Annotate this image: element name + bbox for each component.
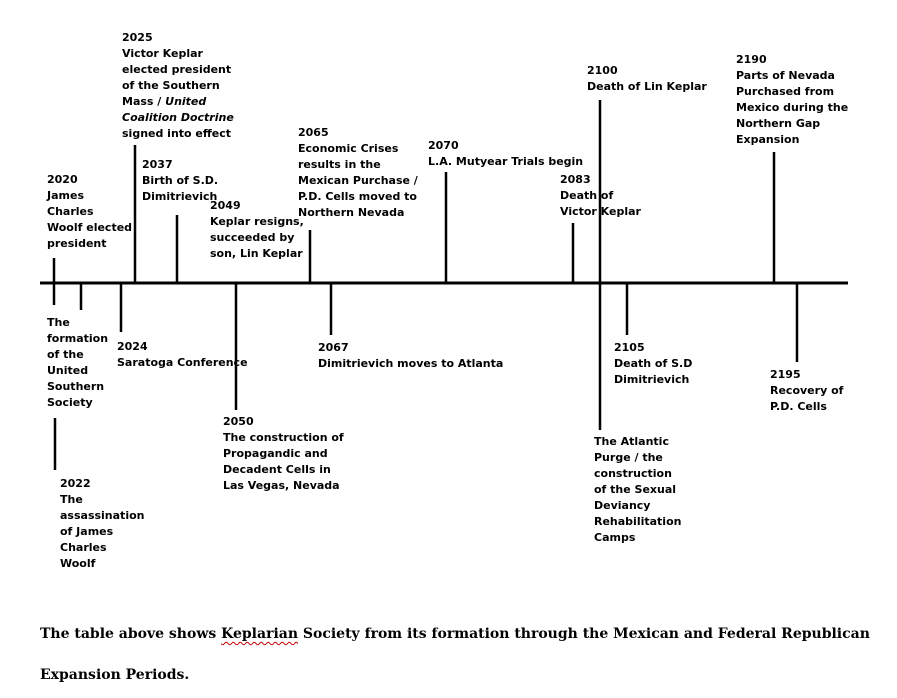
event-2065-economic-crises: 2065 Economic Crises results in the Mexi… xyxy=(298,125,418,221)
event-text: Victor Keplar xyxy=(122,47,203,60)
event-2050-construction-cells: 2050 The construction of Propagandic and… xyxy=(223,414,344,494)
event-text: Las Vegas, Nevada xyxy=(223,479,340,492)
event-text: The xyxy=(47,316,70,329)
event-text: Purge / the xyxy=(594,451,663,464)
event-text: Dimitrievich xyxy=(142,190,218,203)
event-text: Birth of S.D. xyxy=(142,174,219,187)
event-text: of James xyxy=(60,525,114,538)
event-text: Deviancy xyxy=(594,499,651,512)
event-text: of the Sexual xyxy=(594,483,677,496)
event-text: elected president xyxy=(122,63,232,76)
event-2195-recovery-pd-cells: 2195 Recovery of P.D. Cells xyxy=(770,367,843,415)
event-text: son, Lin Keplar xyxy=(210,247,303,260)
event-text: of the Southern xyxy=(122,79,220,92)
event-year: 2022 xyxy=(60,477,91,490)
event-text: Keplar resigns, xyxy=(210,215,304,228)
event-text: P.D. Cells xyxy=(770,400,827,413)
event-text: L.A. Mutyear Trials begin xyxy=(428,155,584,168)
caption-text: Society from its formation through the M… xyxy=(298,626,870,642)
caption-line-2: Expansion Periods. xyxy=(40,667,189,683)
event-year: 2065 xyxy=(298,126,329,139)
event-text: Woolf xyxy=(60,557,96,570)
event-text: president xyxy=(47,237,107,250)
event-text: construction xyxy=(594,467,672,480)
event-text-italic: Coalition Doctrine xyxy=(122,111,234,124)
event-text: Economic Crises xyxy=(298,142,399,155)
event-2020-woolf-elected: 2020 James Charles Woolf elected preside… xyxy=(47,172,132,252)
event-text: succeeded by xyxy=(210,231,295,244)
event-text: Southern xyxy=(47,380,105,393)
event-text: of the xyxy=(47,348,84,361)
event-year: 2070 xyxy=(428,139,459,152)
event-text: Expansion xyxy=(736,133,800,146)
event-year: 2067 xyxy=(318,341,349,354)
timeline-diagram xyxy=(40,100,848,470)
event-year: 2049 xyxy=(210,199,241,212)
event-text: Mexican Purchase / xyxy=(298,174,418,187)
event-year: 2100 xyxy=(587,64,618,77)
event-year: 2037 xyxy=(142,158,173,171)
event-text: Mass / xyxy=(122,95,166,108)
event-text: Rehabilitation xyxy=(594,515,682,528)
event-text: Saratoga Conference xyxy=(117,356,248,369)
event-text: P.D. Cells moved to xyxy=(298,190,417,203)
event-text: The xyxy=(60,493,83,506)
event-text: results in the xyxy=(298,158,381,171)
event-text: Death of S.D xyxy=(614,357,693,370)
event-2067-dimitrievich-moves: 2067 Dimitrievich moves to Atlanta xyxy=(318,340,503,372)
event-text: Death of xyxy=(560,189,614,202)
event-text: signed into effect xyxy=(122,127,232,140)
event-text: Charles xyxy=(60,541,107,554)
event-text: formation xyxy=(47,332,109,345)
event-text: Death of Lin Keplar xyxy=(587,80,707,93)
event-year: 2020 xyxy=(47,173,78,186)
caption-text: Expansion Periods. xyxy=(40,667,190,683)
event-2100-death-lin-keplar: 2100 Death of Lin Keplar xyxy=(587,63,707,95)
event-text: Purchased from xyxy=(736,85,835,98)
event-atlantic-purge: The Atlantic Purge / the construction of… xyxy=(594,434,681,546)
event-year: 2083 xyxy=(560,173,591,186)
caption-line-1: The table above shows Keplarian Society … xyxy=(40,626,870,642)
event-year: 2050 xyxy=(223,415,254,428)
event-2190-northern-gap-expansion: 2190 Parts of Nevada Purchased from Mexi… xyxy=(736,52,848,148)
event-text: Society xyxy=(47,396,93,409)
event-2022-woolf-assassination: 2022 The assassination of James Charles … xyxy=(60,476,144,572)
event-text: assassination xyxy=(60,509,145,522)
event-2105-death-dimitrievich: 2105 Death of S.D Dimitrievich xyxy=(614,340,692,388)
event-text: Decadent Cells in xyxy=(223,463,331,476)
event-text: Northern Gap xyxy=(736,117,821,130)
event-text: The construction of xyxy=(223,431,344,444)
caption-text: The table above shows xyxy=(40,626,222,642)
event-text: Parts of Nevada xyxy=(736,69,835,82)
event-text: Northern Nevada xyxy=(298,206,405,219)
event-text: Dimitrievich xyxy=(614,373,690,386)
event-year: 2025 xyxy=(122,31,153,44)
event-text: James xyxy=(47,189,84,202)
event-year: 2024 xyxy=(117,340,148,353)
caption-misspelled-word: Keplarian xyxy=(221,626,299,642)
event-text: The Atlantic xyxy=(594,435,669,448)
event-text: Propagandic and xyxy=(223,447,328,460)
event-text: Woolf elected xyxy=(47,221,133,234)
event-text: Mexico during the xyxy=(736,101,849,114)
event-year: 2195 xyxy=(770,368,801,381)
event-2025-victor-keplar-elected: 2025 Victor Keplar elected president of … xyxy=(122,30,234,142)
event-2024-saratoga-conference: 2024 Saratoga Conference xyxy=(117,339,248,371)
event-2037-birth-dimitrievich: 2037 Birth of S.D. Dimitrievich xyxy=(142,157,218,205)
event-text-italic: United xyxy=(165,95,207,108)
event-formation-united-southern-society: The formation of the United Southern Soc… xyxy=(47,315,108,411)
event-text: Charles xyxy=(47,205,94,218)
event-text: Dimitrievich moves to Atlanta xyxy=(318,357,504,370)
event-2049-keplar-resigns: 2049 Keplar resigns, succeeded by son, L… xyxy=(210,198,304,262)
event-text: Camps xyxy=(594,531,636,544)
event-text: Recovery of xyxy=(770,384,844,397)
event-2070-mutyear-trials: 2070 L.A. Mutyear Trials begin xyxy=(428,138,583,170)
event-2083-death-victor-keplar: 2083 Death of Victor Keplar xyxy=(560,172,641,220)
event-text: United xyxy=(47,364,89,377)
event-year: 2190 xyxy=(736,53,767,66)
event-year: 2105 xyxy=(614,341,645,354)
timeline-ticks xyxy=(52,100,799,470)
event-text: Victor Keplar xyxy=(560,205,641,218)
event-text-mixed: Mass / United xyxy=(122,94,234,110)
